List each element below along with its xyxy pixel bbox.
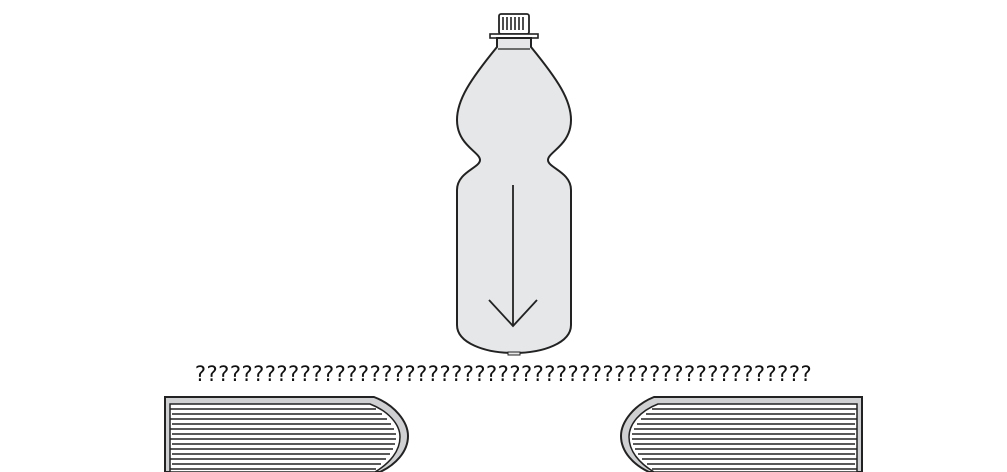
- right-book-icon: [621, 397, 862, 472]
- bottle-body: [457, 38, 571, 353]
- bottle-cap: [490, 14, 538, 38]
- figure-caption: ????????????????????????????????????????…: [0, 362, 1007, 386]
- plastic-bottle-icon: [457, 14, 571, 355]
- left-book-icon: [165, 397, 408, 472]
